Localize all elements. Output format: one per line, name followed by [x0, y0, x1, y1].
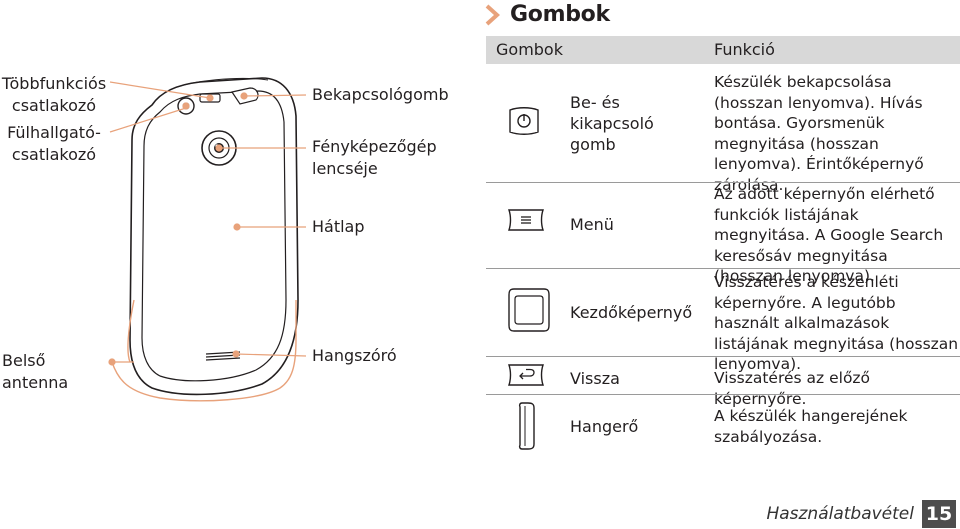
back-cover-label: Hátlap: [312, 217, 365, 236]
page-number: 15: [922, 500, 956, 528]
key-function: Az adott képernyőn elérhető funkciók lis…: [714, 185, 944, 285]
key-label: Vissza: [570, 369, 620, 388]
key-function: Visszatérés az előző képernyőre.: [714, 369, 871, 408]
internal-antenna-label: Belső antenna: [2, 351, 69, 392]
menu-key-icon: [508, 209, 544, 231]
back-key-icon: [508, 364, 544, 386]
key-label: Menü: [570, 215, 614, 234]
key-label: Hangerő: [570, 417, 639, 436]
power-key-icon: [509, 107, 539, 135]
key-function: A készülék hangerejének szabályozása.: [714, 407, 908, 446]
volume-key-icon: [518, 402, 535, 450]
headset-jack-label: Fülhallgató-csatlakozó: [7, 123, 101, 164]
footer-section-title: Használatbavétel: [766, 504, 914, 524]
multifunction-jack-label: Többfunkciós csatlakozó: [1, 74, 107, 115]
column-header-function: Funkció: [714, 40, 775, 59]
table-header: Gombok Funkció: [486, 36, 960, 64]
key-label: Kezdőképernyő: [570, 303, 693, 322]
key-label: Be- és kikapcsoló gomb: [570, 93, 654, 154]
key-function: Visszatérés a készenléti képernyőre. A l…: [714, 273, 959, 373]
section-chevron-icon: [485, 4, 500, 26]
phone-back-illustration: [108, 77, 307, 402]
camera-lens-label: Fényképezőgép lencséje: [312, 137, 437, 178]
column-header-keys: Gombok: [496, 40, 563, 59]
page-title: Gombok: [510, 2, 610, 27]
home-key-icon: [508, 288, 550, 332]
speaker-label: Hangszóró: [312, 346, 397, 365]
power-key-label: Bekapcsológomb: [312, 85, 449, 104]
key-function: Készülék bekapcsolása (hosszan lenyomva)…: [714, 73, 924, 194]
